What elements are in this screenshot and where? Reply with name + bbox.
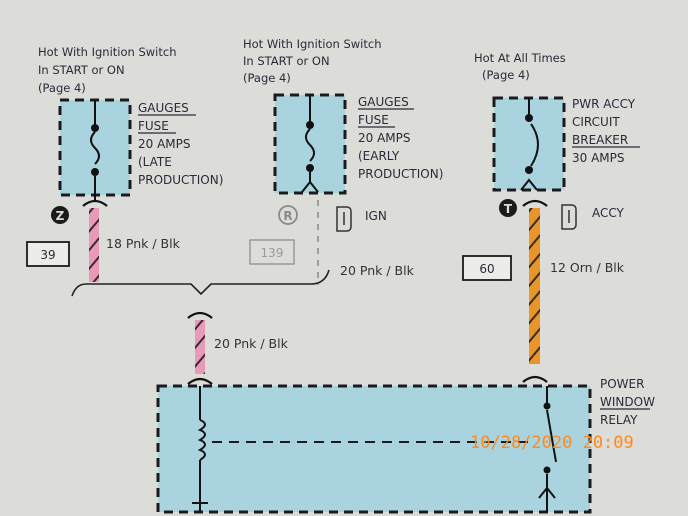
fuse-z-connector (82, 199, 108, 207)
fuse-z-label-line-3: 20 AMPS (138, 137, 191, 151)
breaker-t-label-line-4: 30 AMPS (572, 151, 625, 165)
breaker-t-circuit-number: 60 (479, 262, 494, 276)
relay-label-line-2: WINDOW (600, 395, 655, 409)
fuse-z-wire (89, 208, 99, 282)
relay-label-line-3: RELAY (600, 413, 638, 427)
fuse-r-group: Hot With Ignition Switch In START or ON … (243, 37, 443, 285)
breaker-t-supply-line-2: (Page 4) (482, 68, 530, 82)
relay-contact-top (543, 402, 551, 410)
breaker-t-connector (520, 178, 538, 191)
fuse-r-connector-label: IGN (365, 209, 387, 223)
breaker-t-connector-label: ACCY (592, 206, 625, 220)
fuse-z-marker (51, 206, 69, 224)
breaker-t-terminal-bottom (525, 166, 533, 174)
splice-line (71, 269, 330, 297)
relay-box (156, 384, 592, 514)
fuse-r-label-line-3: 20 AMPS (358, 131, 411, 145)
splice-bus: 20 Pnk / Blk (71, 269, 330, 374)
breaker-t-terminal-top (525, 114, 533, 122)
fuse-r-label-line-1: GAUGES (358, 95, 409, 109)
breaker-t-label-line-2: CIRCUIT (572, 115, 620, 129)
breaker-t-group: Hot At All Times (Page 4) PWR ACCY CIRCU… (462, 51, 640, 364)
fuse-z-terminal-top (91, 124, 99, 132)
breaker-t-connector-symbol (561, 204, 577, 230)
power-window-relay-group: POWER WINDOW RELAY (156, 375, 655, 514)
breaker-t-label-line-3: BREAKER (572, 133, 628, 147)
fuse-z-group: Hot With Ignition Switch In START or ON … (26, 45, 223, 282)
fuse-r-marker-letter: R (283, 209, 292, 223)
fuse-r-supply-line-2: In START or ON (243, 54, 330, 68)
breaker-t-supply-line-1: Hot At All Times (474, 51, 566, 65)
fuse-z-terminal-bottom (91, 168, 99, 176)
fuse-r-label-line-4: (EARLY (358, 149, 400, 163)
fuse-r-supply-line-3: (Page 4) (243, 71, 291, 85)
relay-label-line-1: POWER (600, 377, 644, 391)
fuse-r-label-line-2: FUSE (358, 113, 389, 127)
fuse-r-marker (278, 205, 298, 225)
fuse-z-supply-line-2: In START or ON (38, 63, 125, 77)
fuse-z-label-line-4: (LATE (138, 155, 172, 169)
relay-switch-arm (546, 409, 557, 463)
fuse-z-wire-label: 18 Pnk / Blk (106, 236, 181, 251)
fuse-r-terminal-top (306, 121, 314, 129)
fuse-z-label-line-5: PRODUCTION) (138, 173, 223, 187)
breaker-t-marker-letter: T (504, 202, 513, 216)
relay-contact-bottom (543, 466, 551, 474)
fuse-z-element (90, 131, 100, 165)
fuse-r-label-line-5: PRODUCTION) (358, 167, 443, 181)
breaker-t-marker (499, 199, 517, 217)
fuse-r-terminal-bottom (306, 164, 314, 172)
breaker-t-label-line-1: PWR ACCY (572, 97, 636, 111)
splice-wire (195, 320, 205, 374)
breaker-t-wire (529, 208, 540, 364)
fuse-z-circuit-number: 39 (40, 248, 55, 262)
breaker-t-circuit-box (462, 255, 512, 281)
fuse-z-label-line-2: FUSE (138, 119, 169, 133)
fuse-z-circuit-box (26, 241, 70, 267)
fuse-z-supply-line-1: Hot With Ignition Switch (38, 45, 177, 59)
fuse-z-label-line-1: GAUGES (138, 101, 189, 115)
fuse-r-element (305, 128, 315, 162)
fuse-r-circuit-number: 139 (261, 246, 284, 260)
fuse-z-supply-line-3: (Page 4) (38, 81, 86, 95)
splice-wire-label: 20 Pnk / Blk (214, 336, 289, 351)
splice-connector (187, 311, 213, 319)
photo-timestamp: 10/28/2020 20:09 (470, 433, 634, 453)
breaker-t-element (530, 123, 539, 167)
relay-coil (197, 419, 206, 461)
fuse-r-circuit-box (249, 239, 295, 265)
breaker-t-wire-label: 12 Orn / Blk (550, 260, 625, 275)
fuse-r-wire-label: 20 Pnk / Blk (340, 263, 415, 278)
fuse-r-connector-symbol (336, 206, 352, 232)
fuse-z-marker-letter: Z (56, 209, 65, 223)
fuse-r-supply-line-1: Hot With Ignition Switch (243, 37, 382, 51)
